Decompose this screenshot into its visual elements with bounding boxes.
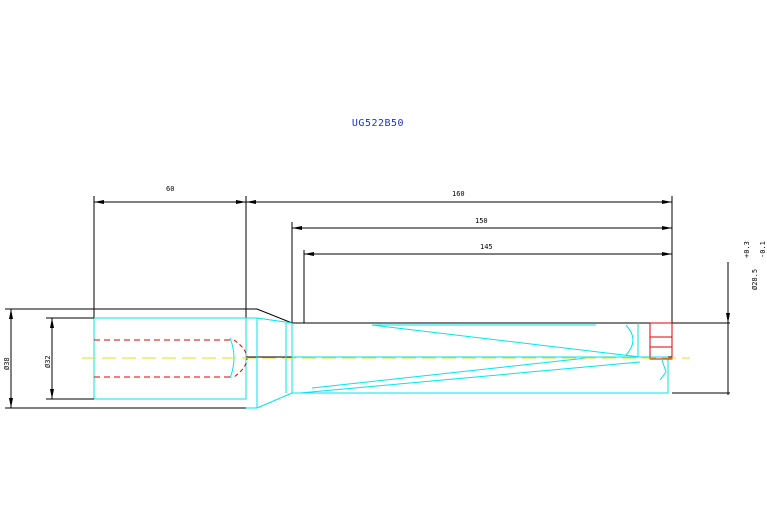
dim-overall-length: 160 — [452, 190, 465, 198]
part-number-title: UG522B50 — [351, 118, 405, 129]
tool-outline — [5, 196, 730, 358]
dim-tol-upper: +0.3 — [743, 241, 751, 258]
dim-shank-length: 60 — [166, 185, 174, 193]
dim-flute-length: 145 — [480, 243, 493, 251]
dim-tol-lower: -0.1 — [759, 241, 767, 258]
dim-body-length: 150 — [475, 217, 488, 225]
dimension-lines — [5, 200, 730, 409]
dim-dia-tip: Ø28.5 — [751, 269, 759, 290]
dim-dia-left-inner: Ø32 — [44, 355, 52, 368]
hidden-geometry — [93, 317, 669, 409]
dim-dia-left-outer: Ø38 — [3, 357, 11, 370]
